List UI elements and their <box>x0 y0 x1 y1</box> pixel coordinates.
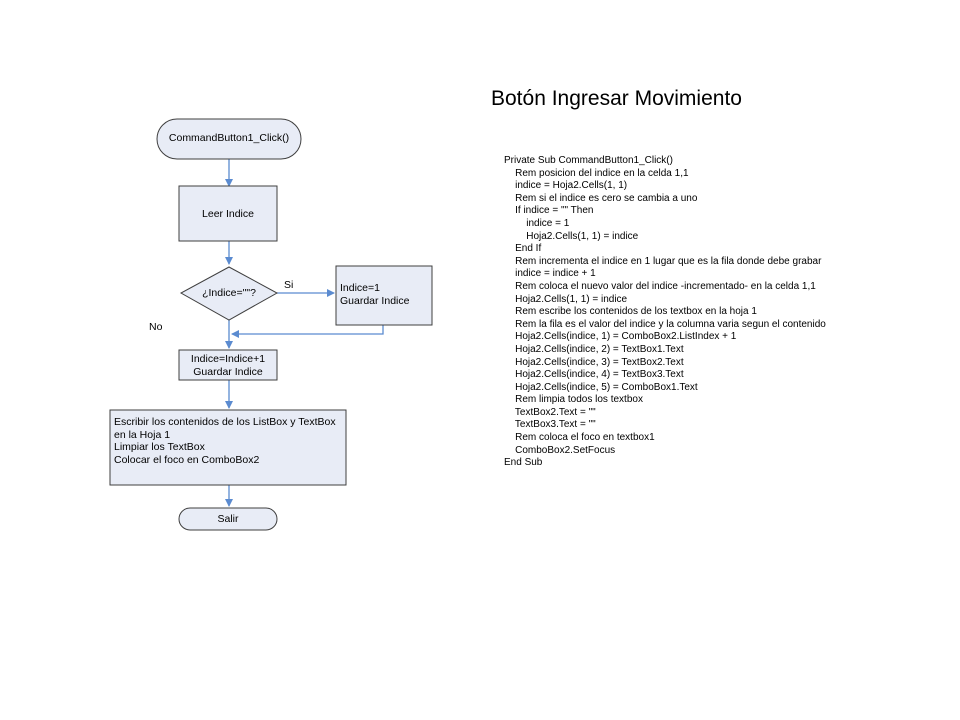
code-line: Hoja2.Cells(1, 1) = indice <box>504 230 639 242</box>
increment-node-label: Indice=Indice+1 Guardar Indice <box>179 353 277 378</box>
write-line: en la Hoja 1 <box>114 428 171 441</box>
set-one-line: Guardar Indice <box>340 294 410 307</box>
code-line: Hoja2.Cells(1, 1) = indice <box>504 293 628 305</box>
code-line: Hoja2.Cells(indice, 1) = ComboBox2.ListI… <box>504 331 737 343</box>
code-panel-title: Botón Ingresar Movimiento <box>491 87 742 110</box>
code-line: Rem posicion del indice en la celda 1,1 <box>504 167 689 179</box>
code-line: Hoja2.Cells(indice, 3) = TextBox2.Text <box>504 356 684 368</box>
code-line: Rem coloca el nuevo valor del indice -in… <box>504 280 816 292</box>
write-line: Limpiar los TextBox <box>114 441 205 453</box>
code-line: Private Sub CommandButton1_Click() <box>504 155 673 166</box>
code-line: TextBox3.Text = "" <box>504 419 596 431</box>
flow-edges <box>225 159 384 507</box>
increment-node <box>178 349 278 381</box>
set-one-line: Indice=1 <box>340 282 380 294</box>
code-line: indice = indice + 1 <box>504 268 596 280</box>
write-line: Colocar el foco en ComboBox2 <box>114 453 260 466</box>
code-line: End If <box>504 243 542 255</box>
exit-node <box>178 507 278 531</box>
yes-edge-label: Si <box>284 279 294 291</box>
code-line: Rem incrementa el indice en 1 lugar que … <box>504 255 822 267</box>
code-line: Hoja2.Cells(indice, 5) = ComboBox1.Text <box>504 381 698 393</box>
no-edge-label: No <box>149 321 163 333</box>
exit-node-label: Salir <box>217 513 239 525</box>
start-node <box>156 118 302 160</box>
code-listing: Private Sub CommandButton1_Click() Rem p… <box>504 155 826 470</box>
decision-node <box>179 266 279 321</box>
code-line: If indice = "" Then <box>504 205 594 217</box>
write-line: Escribir los contenidos de los ListBox y… <box>114 416 336 428</box>
code-line: Rem escribe los contenidos de los textbo… <box>504 306 757 318</box>
decision-node-label: ¿Indice=""? <box>202 287 256 299</box>
edge-setone-return <box>231 325 384 338</box>
set-one-node-label: Indice=1 Guardar Indice <box>340 282 409 307</box>
increment-line: Indice=Indice+1 <box>190 353 266 365</box>
write-node-label: Escribir los contenidos de los ListBox y… <box>114 416 336 466</box>
write-node <box>109 409 347 486</box>
set-one-node <box>335 265 433 326</box>
code-line: Rem la fila es el valor del indice y la … <box>504 318 826 330</box>
leer-node-label: Leer Indice <box>202 208 254 220</box>
code-line: ComboBox2.SetFocus <box>504 444 616 456</box>
code-line: indice = 1 <box>504 217 570 229</box>
code-line: End Sub <box>504 457 543 469</box>
code-line: Hoja2.Cells(indice, 2) = TextBox1.Text <box>504 343 684 355</box>
leer-node <box>178 185 278 242</box>
code-line: Rem si el indice es cero se cambia a uno <box>504 192 698 204</box>
increment-line: Guardar Indice <box>193 365 263 378</box>
start-node-label: CommandButton1_Click() <box>168 132 290 144</box>
code-line: indice = Hoja2.Cells(1, 1) <box>504 180 628 192</box>
code-line: Rem coloca el foco en textbox1 <box>504 432 655 444</box>
code-line: TextBox2.Text = "" <box>504 406 596 418</box>
code-line: Hoja2.Cells(indice, 4) = TextBox3.Text <box>504 369 684 381</box>
code-line: Rem limpia todos los textbox <box>504 394 643 406</box>
